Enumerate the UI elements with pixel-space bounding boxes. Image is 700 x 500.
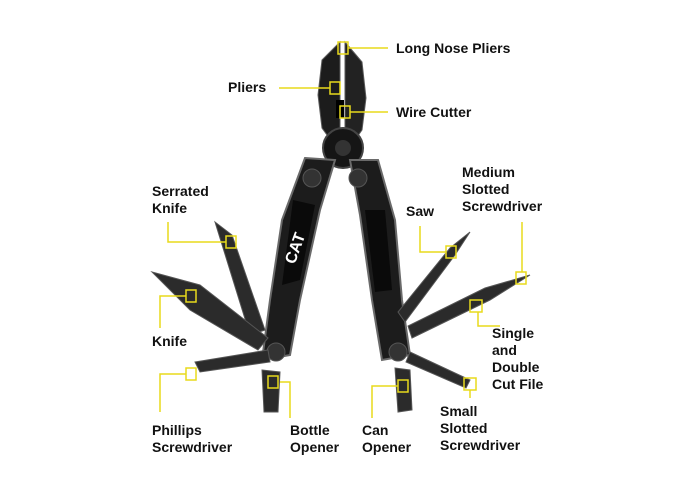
right-handle	[348, 159, 412, 362]
label-saw: Saw	[406, 203, 435, 219]
leader-lines	[159, 41, 527, 418]
leader-single-double-file	[477, 312, 500, 327]
label-long-nose-pliers: Long Nose Pliers	[396, 40, 511, 56]
left-tools	[150, 220, 281, 413]
label-wire-cutter: Wire Cutter	[396, 104, 472, 120]
label-bottle-opener: Bottle Opener	[290, 422, 340, 455]
leader-phillips	[159, 373, 186, 412]
label-pliers: Pliers	[228, 79, 267, 95]
leader-serrated-knife	[167, 222, 226, 243]
label-medium-slotted-screwdriver: Medium Slotted Screwdriver	[462, 164, 543, 214]
right-tools	[394, 231, 531, 413]
label-small-slotted-screwdriver: Small Slotted Screwdriver	[440, 403, 521, 453]
left-handle	[260, 156, 337, 362]
leader-bottle-opener	[280, 381, 291, 418]
label-serrated-knife: Serrated Knife	[152, 183, 209, 216]
label-phillips-screwdriver: Phillips Screwdriver	[152, 422, 233, 455]
label-single-double-cut-file: Single and Double Cut File	[492, 325, 544, 392]
leader-knife	[159, 295, 186, 328]
label-knife: Knife	[152, 333, 187, 349]
leader-can-opener	[371, 385, 398, 418]
label-can-opener: Can Opener	[362, 422, 412, 455]
leader-saw	[419, 226, 446, 253]
pliers-jaws	[317, 40, 367, 169]
